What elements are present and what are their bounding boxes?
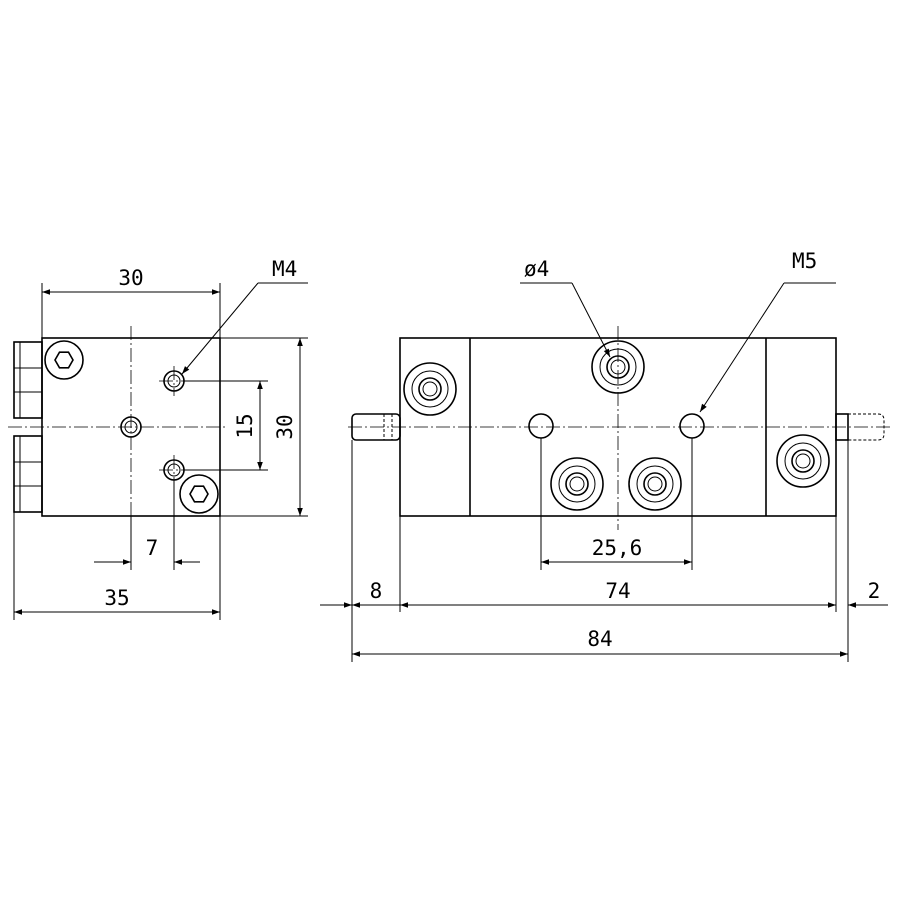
- dim-front-width: 30: [118, 266, 143, 290]
- port-top-left: [403, 362, 457, 416]
- port-bottom-right: [628, 457, 682, 511]
- side-hole-left: [528, 413, 554, 439]
- dim-right-pin: 2: [868, 579, 881, 603]
- front-center-hole: [120, 416, 142, 438]
- dim-front-depth: 35: [104, 586, 129, 610]
- diameter-callout: ø4: [524, 257, 549, 281]
- dim-hole-offset: 7: [146, 536, 159, 560]
- port-top-center: [591, 340, 645, 394]
- dim-port-spacing: 25,6: [592, 536, 643, 560]
- dim-body-length: 74: [605, 579, 630, 603]
- socket-screw-top-left: [44, 340, 84, 380]
- left-pin: [351, 413, 401, 441]
- dim-left-pin: 8: [370, 579, 383, 603]
- port-bottom-left: [550, 457, 604, 511]
- m4-callout: M4: [272, 257, 297, 281]
- front-view-left-fittings: [13, 341, 43, 513]
- m5-hole: [679, 413, 705, 439]
- front-view: 30 30 15 7 35 M4: [8, 257, 308, 620]
- port-right: [776, 434, 830, 488]
- dim-front-height: 30: [273, 414, 297, 439]
- right-pin: [835, 413, 885, 441]
- dim-hole-spacing: 15: [233, 413, 257, 438]
- dim-overall-length: 84: [587, 627, 612, 651]
- socket-screw-bottom-right: [179, 474, 219, 514]
- m5-callout: M5: [792, 249, 817, 273]
- side-view: ø4 M5 25,6 8 74 2 84: [320, 249, 890, 662]
